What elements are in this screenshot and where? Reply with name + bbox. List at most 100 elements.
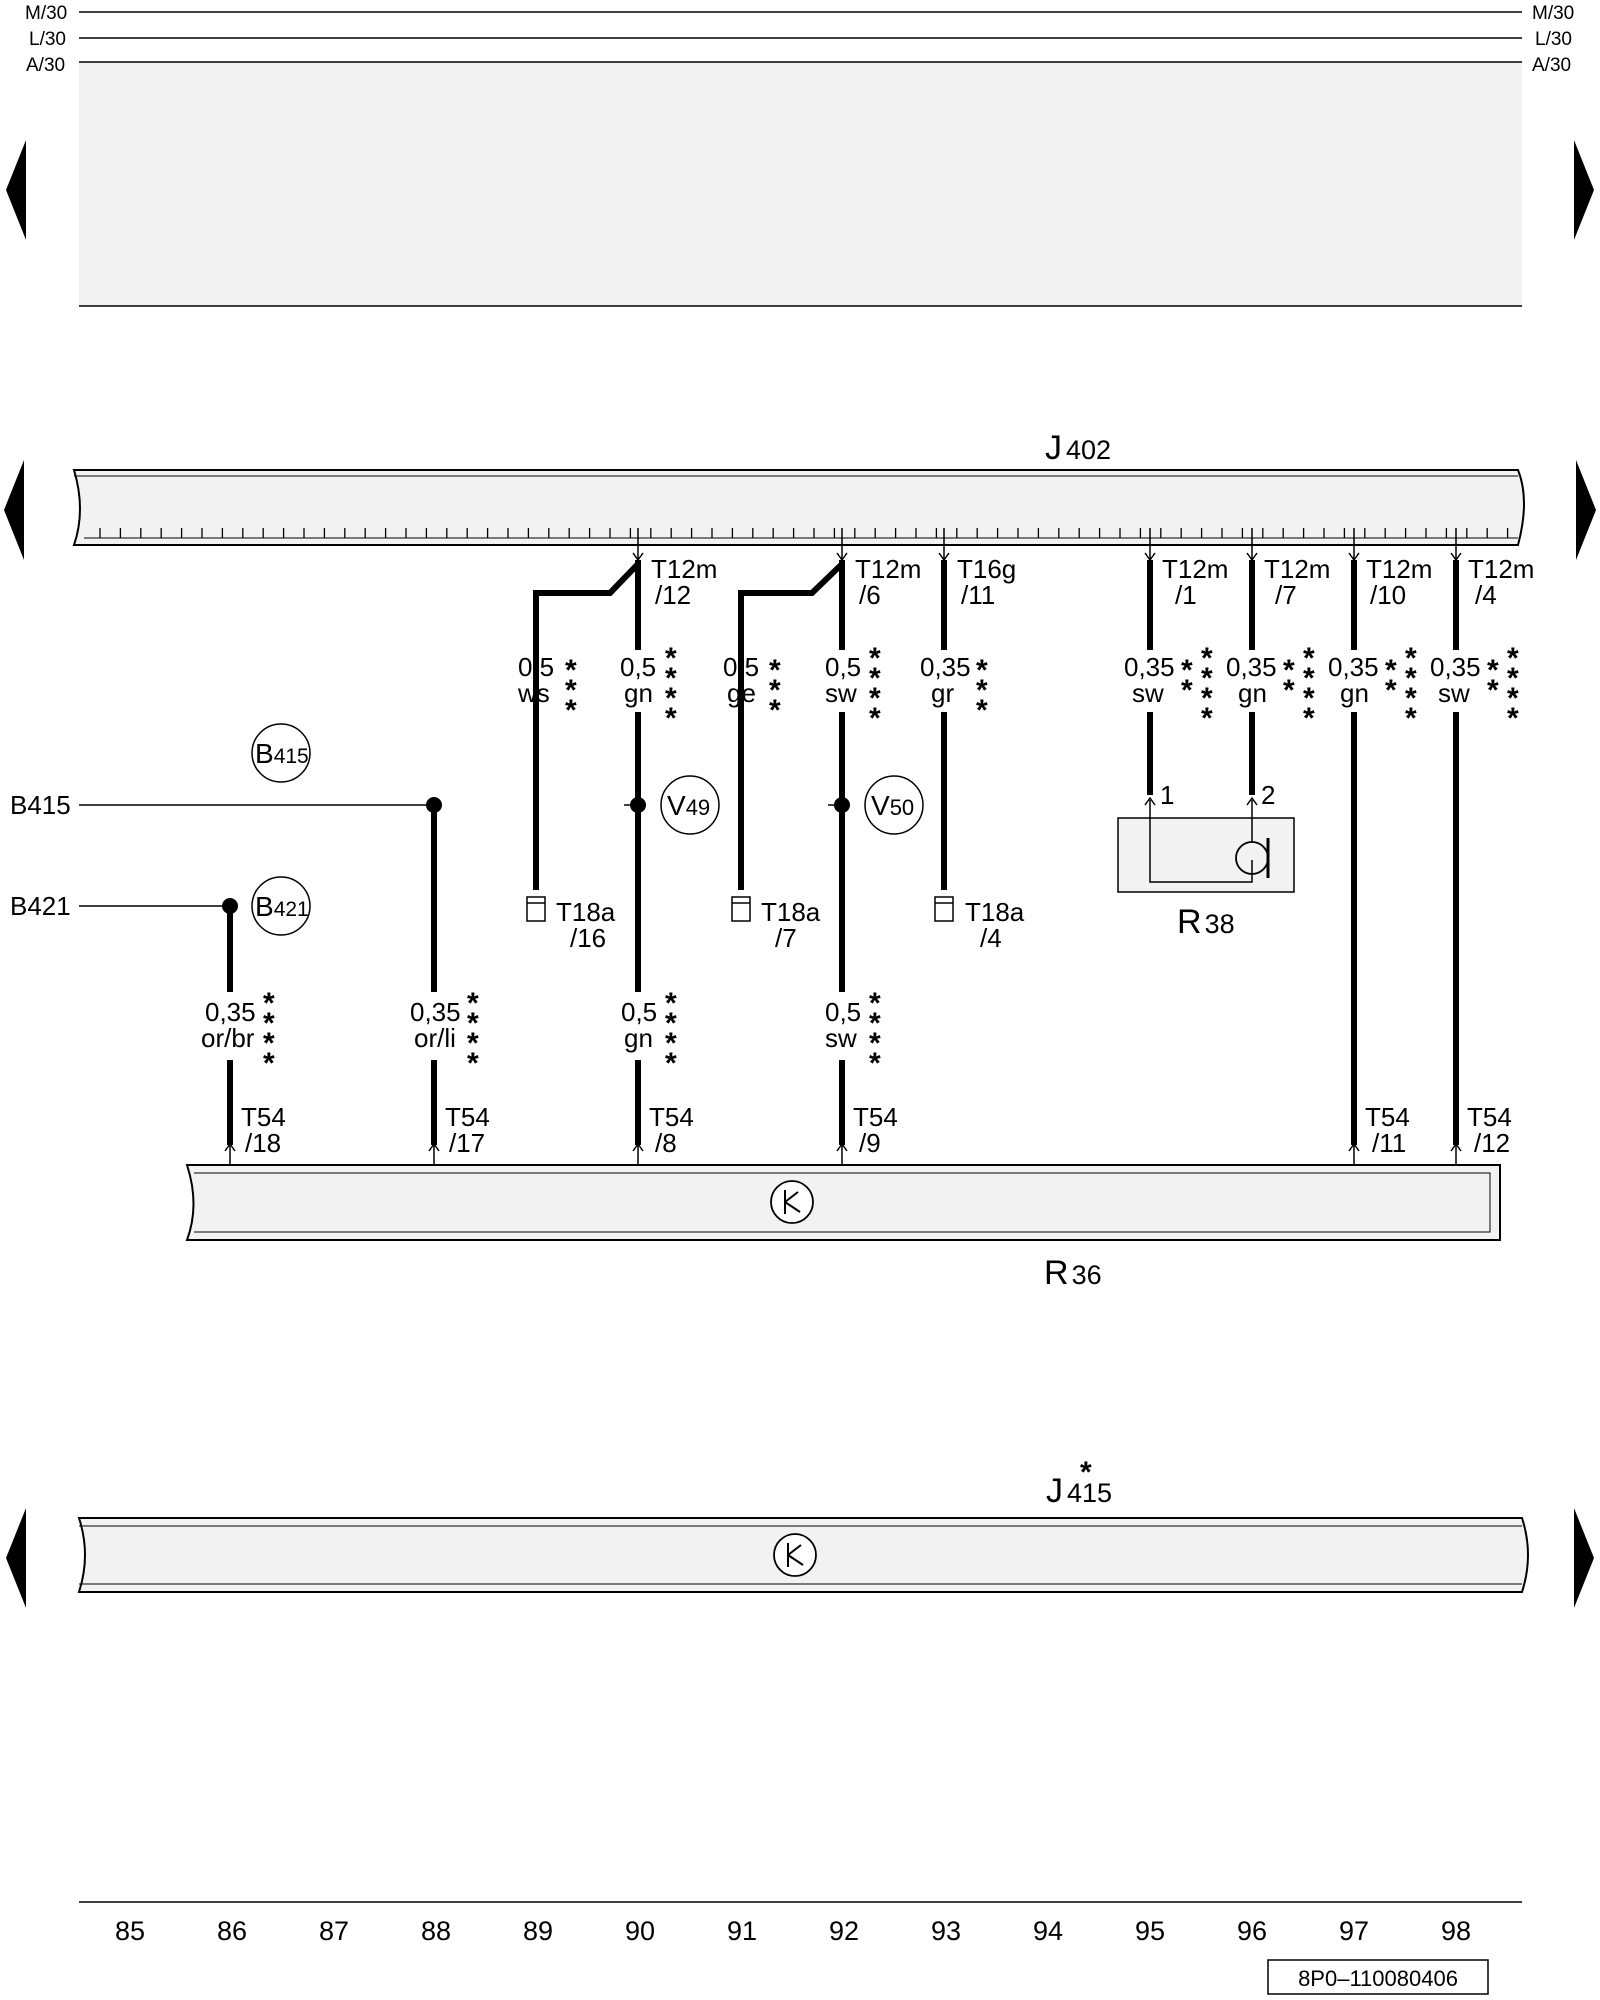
wire-size-or-li: 0,35	[410, 997, 461, 1027]
wire-stars-or-li: *	[467, 1027, 479, 1060]
wire-stars-sw-lower: *	[869, 1007, 881, 1040]
doc-code: 8P0–110080406	[1298, 1966, 1458, 1991]
t18a-terminals: T18a /16 T18a /7 T18a /4	[526, 896, 1025, 953]
junction-dot-b421	[222, 898, 238, 914]
circle-v50-text: V50	[871, 790, 914, 821]
wire-stars-sw-92: *	[869, 662, 881, 695]
wire-stars-gn-97: *	[1405, 682, 1417, 715]
electronic-control-icon	[773, 1533, 817, 1577]
t18a-7-pin: /7	[775, 923, 797, 953]
conn-t54-11-pin: /11	[1372, 1128, 1406, 1158]
wire-label-sw-92: 0,5 sw * * * *	[825, 642, 881, 735]
r38-component: 1 2	[1117, 780, 1295, 893]
wire-label-ge: 0,5 ge * * *	[723, 652, 781, 727]
rail-left-a30: A/30	[26, 55, 65, 76]
wire-label-or-br: 0,35 or/br * * * *	[201, 987, 275, 1080]
wire-size-gr: 0,35	[920, 652, 971, 682]
wire-size-sw-lower: 0,5	[825, 997, 861, 1027]
junction-dot-v49	[630, 797, 646, 813]
wire-stars-sw-lower: *	[869, 1027, 881, 1060]
wire-label-ws: 0,5 ws * * *	[517, 652, 577, 727]
wire-stars-sw-98: *	[1507, 682, 1519, 715]
j402-prev-arrow-icon[interactable]	[4, 460, 24, 560]
wire-color-sw-92: sw	[825, 678, 857, 708]
j402-body	[72, 469, 1525, 546]
wire-stars-or-li: *	[467, 1047, 479, 1080]
wire-color-gn-lower: gn	[624, 1023, 653, 1053]
wire-ge-jog	[738, 561, 845, 715]
grid-number: 95	[1135, 1916, 1165, 1946]
wire-stars-or-li: *	[467, 987, 479, 1020]
wire-size-or-br: 0,35	[205, 997, 256, 1027]
doc-code-box	[1267, 1959, 1489, 1995]
top-connector-labels: T12m /12 T12m /6 T16g /11 T12m /1 T12m /…	[651, 554, 1534, 610]
wire-stars-gn-90: *	[665, 682, 677, 715]
circle-b415-ring	[251, 723, 311, 783]
wire-stars-sw-lower: *	[869, 1047, 881, 1080]
wire-stars-sw-98: *	[1507, 662, 1519, 695]
wire-stars-gn-97: *	[1385, 654, 1397, 687]
wire-stars-gn-96: *	[1303, 682, 1315, 715]
circle-label-v49: V49	[660, 775, 720, 835]
wire-stars-or-br: *	[263, 1027, 275, 1060]
wire-stars-sw-95: *	[1181, 674, 1193, 707]
page-next-arrow-icon[interactable]	[1574, 140, 1594, 240]
j415-prev-arrow-icon[interactable]	[6, 1508, 26, 1608]
t18a-16: T18a /16	[526, 896, 616, 953]
wire-size-ws: 0,5	[518, 652, 554, 682]
wire-stars-gn-97: *	[1405, 702, 1417, 735]
rail-left-l30: L/30	[29, 29, 66, 50]
wire-stars-sw-95: *	[1201, 642, 1213, 675]
wire-color-ge: ge	[727, 678, 756, 708]
wire-label-gn-96: 0,35 gn * * * * * *	[1226, 642, 1315, 735]
wire-stars-gn-96: *	[1303, 642, 1315, 675]
wire-size-sw-98: 0,35	[1430, 652, 1481, 682]
wire-stars-gn-96: *	[1303, 662, 1315, 695]
rail-right-m30: M/30	[1532, 3, 1574, 24]
wire-size-sw-95: 0,35	[1124, 652, 1175, 682]
wire-stars-gr: *	[976, 694, 988, 727]
j415-unit	[77, 1517, 1529, 1593]
conn-t12m-7: T12m	[1264, 554, 1330, 584]
conn-t54-18-pin: /18	[245, 1128, 281, 1158]
wire-color-ws: ws	[517, 678, 550, 708]
j415-next-arrow-icon[interactable]	[1574, 1508, 1594, 1608]
circle-b421-ring	[251, 876, 311, 936]
wire-stars-or-br: *	[263, 1007, 275, 1040]
j402-next-arrow-icon[interactable]	[1576, 460, 1596, 560]
t18a-7-name: T18a	[761, 897, 821, 927]
wire-stars-gn-96: *	[1283, 654, 1295, 687]
conn-t12m-10-pin: /10	[1370, 580, 1406, 610]
j402-pin-arrows	[632, 528, 1462, 562]
wire-stars-ws: *	[565, 674, 577, 707]
rail-left-m30: M/30	[25, 3, 67, 24]
conn-t12m-4: T12m	[1468, 554, 1534, 584]
wire-stars-gn-lower: *	[665, 1027, 677, 1060]
wire-stars-gn-97: *	[1405, 662, 1417, 695]
wire-stars-sw-lower: *	[869, 987, 881, 1020]
wire-stars-sw-98: *	[1487, 674, 1499, 707]
grid-number: 96	[1237, 1916, 1267, 1946]
circle-label-b421: B421	[251, 876, 311, 936]
t18a-4-pin: /4	[980, 923, 1002, 953]
wire-size-sw-92: 0,5	[825, 652, 861, 682]
bottom-connector-labels: T54 /18 T54 /17 T54 /8 T54 /9 T54 /11 T5…	[241, 1102, 1512, 1158]
j415-mark: *	[1080, 1456, 1092, 1489]
grid-number: 86	[217, 1916, 247, 1946]
rail-right-l30: L/30	[1535, 29, 1572, 50]
wire-stars-gn-90: *	[665, 662, 677, 695]
wire-label-gn-97: 0,35 gn * * * * * *	[1328, 642, 1417, 735]
grid-number: 94	[1033, 1916, 1063, 1946]
terminal-icon	[526, 896, 546, 922]
page-prev-arrow-icon[interactable]	[6, 140, 26, 240]
r38-pin1-arrow	[1144, 796, 1156, 806]
wire-stars-ws: *	[565, 694, 577, 727]
circle-label-b415: B415	[251, 723, 311, 783]
wire-stars-sw-98: *	[1507, 702, 1519, 735]
wire-label-gn-90: 0,5 gn * * * *	[620, 642, 677, 735]
wire-color-sw-lower: sw	[825, 1023, 857, 1053]
r38-pin-1: 1	[1160, 780, 1174, 810]
wire-color-gn-96: gn	[1238, 678, 1267, 708]
